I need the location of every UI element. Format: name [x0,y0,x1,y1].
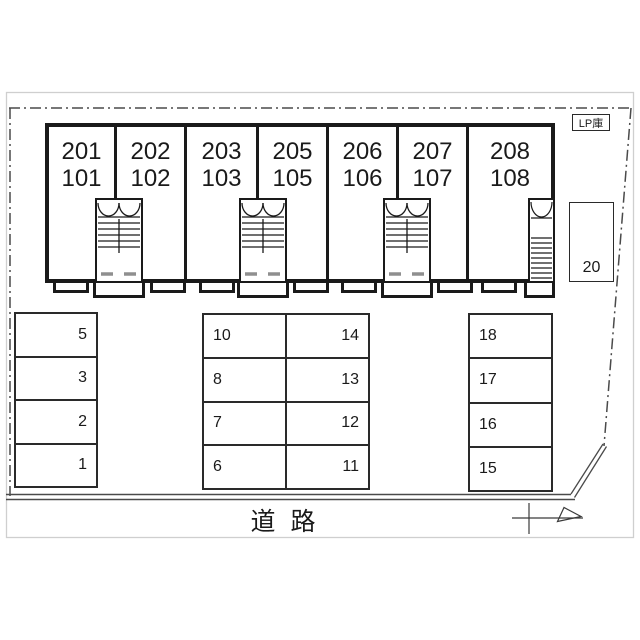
site-boundary-lines [9,107,632,496]
unit-divider [466,127,469,279]
parking-space: 10 [204,315,285,359]
parking-number: 15 [479,459,497,477]
unit-upper-number: 201 [61,138,102,165]
unit-lower-number: 101 [61,165,102,192]
facade-bump [341,283,377,293]
unit-label: 208 108 [469,138,551,192]
unit-lower-number: 108 [489,165,531,192]
entrance-porch [237,283,289,298]
parking-number: 13 [341,370,359,388]
parking-number: 17 [479,371,497,389]
photo-frame [5,91,635,539]
unit-lower-number: 102 [130,165,171,192]
parking-space: 14 [287,315,368,359]
parking-block-left: 5 3 2 1 [14,312,98,488]
parking-number: 20 [582,259,601,276]
parking-number: 12 [341,414,359,432]
unit-upper-number: 208 [489,138,531,165]
unit-upper-number: 205 [272,138,313,165]
parking-number: 18 [479,327,497,345]
unit-label: 202 102 [117,138,184,192]
facade-bump [481,283,517,293]
parking-space: 18 [470,315,551,360]
parking-number: 14 [341,326,359,344]
unit-divider [396,127,399,200]
stairs-icon [241,202,285,276]
stairs-icon [385,202,429,276]
unit-lower-number: 105 [272,165,313,192]
parking-space: 3 [16,358,96,401]
road-label: 道 路 [250,508,320,536]
stairs-icon [530,201,553,279]
unit-upper-number: 207 [412,138,453,165]
facade-bump [437,283,473,293]
unit-divider [114,127,117,200]
parking-number: 6 [213,458,222,476]
unit-divider [326,127,329,279]
facade-bump [199,283,235,293]
parking-space: 11 [287,446,368,488]
unit-lower-number: 106 [342,165,383,192]
unit-label: 203 103 [187,138,256,192]
stairwell-vestibule [383,198,431,283]
parking-number: 11 [342,458,359,476]
parking-number: 8 [213,370,222,388]
unit-divider [256,127,259,200]
unit-label: 205 105 [259,138,326,192]
facade-bump [53,283,89,293]
entrance-porch [93,283,145,298]
parking-space: 5 [16,314,96,358]
parking-space: 12 [287,403,368,447]
unit-upper-number: 202 [130,138,171,165]
unit-label: 207 107 [399,138,466,192]
entrance-porch [381,283,433,298]
unit-upper-number: 203 [201,138,242,165]
unit-label: 201 101 [49,138,114,192]
lp-storage-box: LP庫 [572,114,610,131]
parking-column: 14 13 12 11 [287,315,368,488]
parking-space: 7 [204,403,285,447]
stairwell-vestibule [95,198,143,283]
parking-space: 15 [470,448,551,490]
parking-number: 16 [479,415,497,433]
unit-label: 206 106 [329,138,396,192]
parking-block-right: 18 17 16 15 [468,313,553,492]
stairwell-shaft [528,198,555,283]
bevel-corner-lines [570,443,608,498]
unit-lower-number: 107 [412,165,453,192]
parking-column: 10 8 7 6 [204,315,287,488]
stairs-icon [97,202,141,276]
lp-storage-label: LP庫 [578,117,604,130]
survey-marker-icon [512,503,583,534]
unit-divider [184,127,187,279]
parking-space: 2 [16,401,96,445]
parking-number: 7 [213,414,222,432]
parking-number: 2 [78,412,87,430]
parking-space: 17 [470,359,551,404]
parking-number: 1 [78,456,87,474]
parking-space-20: 20 [569,202,614,282]
facade-bump [150,283,186,293]
parking-block-middle: 10 8 7 6 14 13 12 11 [202,313,370,490]
road-boundary-lines [6,493,575,501]
entrance-porch [524,283,555,298]
parking-number: 10 [213,326,231,344]
parking-space: 8 [204,359,285,403]
parking-number: 3 [78,369,87,387]
parking-space: 13 [287,359,368,403]
unit-upper-number: 206 [342,138,383,165]
stairwell-vestibule [239,198,287,283]
unit-lower-number: 103 [201,165,242,192]
facade-bump [293,283,329,293]
parking-number: 5 [78,325,87,343]
parking-space: 16 [470,404,551,448]
parking-space: 1 [16,445,96,487]
parking-space: 6 [204,446,285,488]
